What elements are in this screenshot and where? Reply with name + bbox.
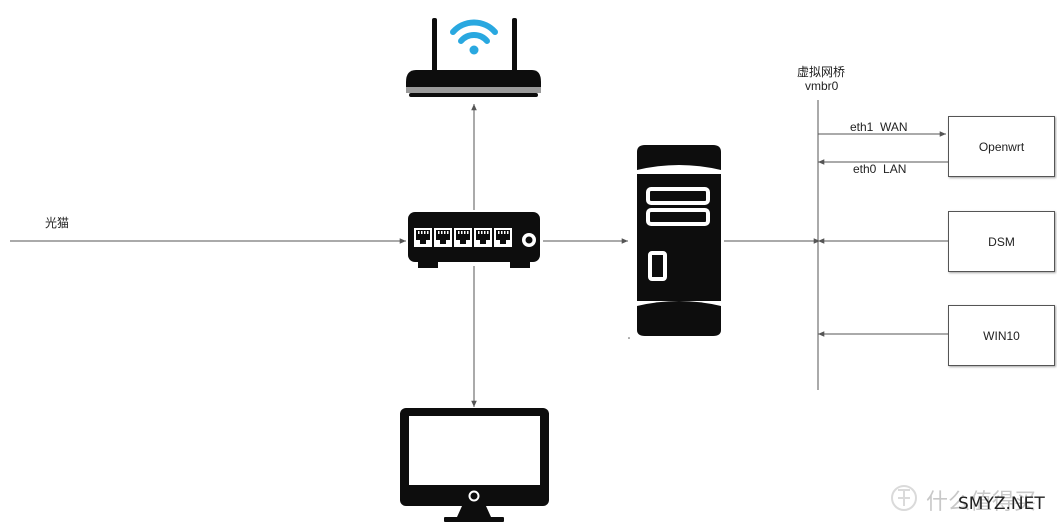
eth1-label: eth1 — [850, 120, 874, 134]
vm-name: DSM — [988, 234, 1015, 249]
server-tower-icon — [628, 145, 721, 339]
lan-link-label: eth0 LAN — [853, 162, 906, 176]
watermark-logo-icon — [891, 485, 917, 511]
lan-label: LAN — [883, 162, 907, 176]
vm-box-openwrt: Openwrt — [948, 116, 1055, 177]
modem-label: 光猫 — [45, 216, 70, 230]
vm-name: Openwrt — [978, 139, 1025, 154]
vm-name: WIN10 — [983, 328, 1020, 343]
bridge-name-label: 虚拟网桥 — [797, 65, 846, 79]
eth0-label: eth0 — [853, 162, 877, 176]
watermark-brand: 什么值得买 — [926, 490, 1037, 515]
monitor-icon — [400, 408, 549, 522]
vm-box-dsm: DSM — [948, 211, 1055, 272]
vm-box-win10: WIN10 — [948, 305, 1055, 366]
wifi-router-icon — [406, 18, 541, 97]
bridge-id-label: vmbr0 — [805, 79, 839, 93]
wan-link-label: eth1 WAN — [850, 120, 908, 134]
connection-lines — [10, 100, 948, 407]
watermark-site: SMYZ.NET — [958, 494, 1045, 514]
network-switch-icon — [408, 212, 540, 268]
wan-label: WAN — [880, 120, 908, 134]
